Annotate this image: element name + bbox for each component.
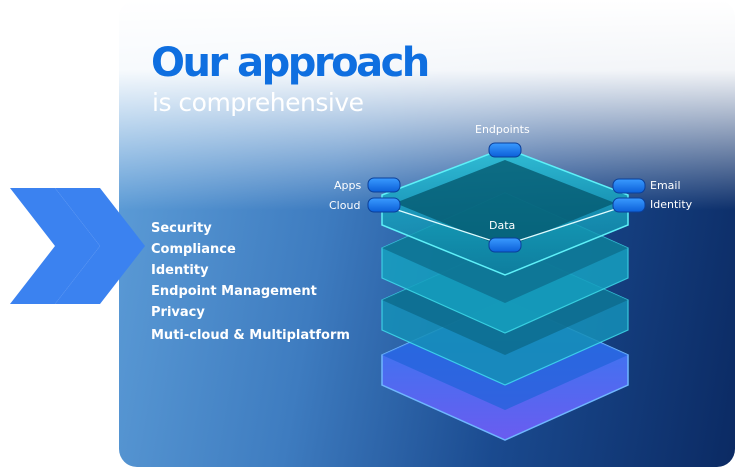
feature-item: Security [151,221,212,236]
node-identity [612,197,646,213]
feature-item: Endpoint Management [151,284,317,299]
node-cloud [367,197,401,213]
label-email: Email [650,179,681,192]
label-cloud: Cloud [329,199,361,212]
feature-item: Compliance [151,242,236,257]
node-data [488,237,522,253]
feature-list: Security Compliance Identity Endpoint Ma… [151,218,350,346]
feature-item: Privacy [151,305,205,320]
label-endpoints: Endpoints [475,123,530,136]
node-endpoints [488,142,522,158]
label-data: Data [489,219,516,232]
layer-top [381,147,629,276]
node-apps [367,177,401,193]
page-subtitle: is comprehensive [152,88,364,117]
label-identity: Identity [650,198,693,211]
node-email [612,178,646,194]
label-apps: Apps [334,179,362,192]
page-title: Our approach [151,40,430,86]
feature-item: Muti-cloud & Multiplatform [151,328,350,343]
feature-item: Identity [151,263,209,278]
